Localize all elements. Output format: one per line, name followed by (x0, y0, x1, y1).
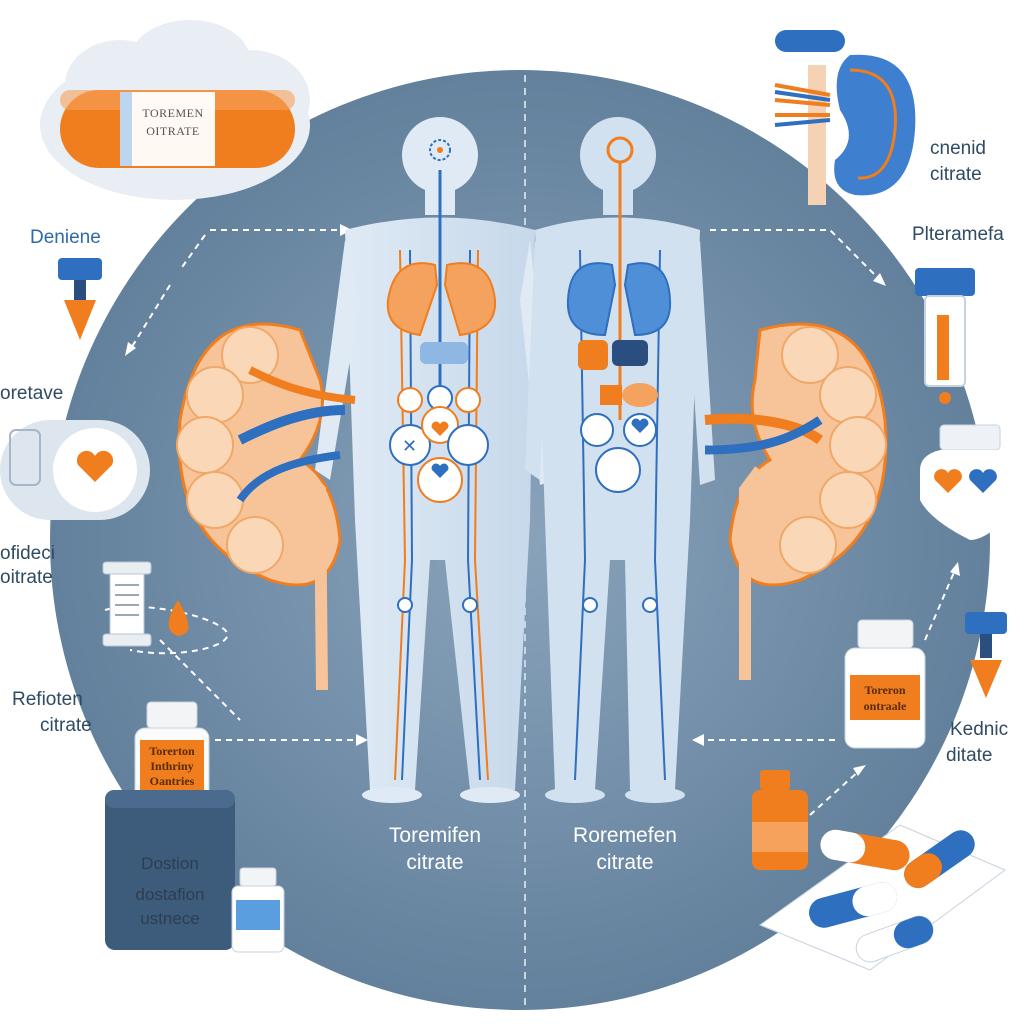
right-dropper-icon (965, 612, 1007, 698)
dark-box (105, 790, 235, 950)
pill-label-line2: OITRATE (146, 124, 200, 138)
label-oretave: oretave (0, 383, 64, 404)
box-line3: ustnece (140, 909, 200, 928)
label-kednic-2: ditate (946, 745, 993, 766)
right-bottle (844, 619, 926, 749)
label-refioten-2: citrate (40, 715, 92, 736)
vial (752, 770, 808, 870)
heart-badge (0, 420, 150, 520)
right-kidney (704, 322, 888, 680)
small-bottle (231, 867, 285, 953)
label-plteramefa: Plteramefa (912, 224, 1004, 245)
left-body: ✕ (315, 117, 555, 803)
left-bottle-label-1: Torerton (149, 744, 195, 758)
label-cnenid-1: cnenid (930, 138, 986, 159)
label-ofideci-1: ofideci (0, 543, 55, 564)
hearts-bottle (920, 424, 1024, 540)
arrow-heads (125, 224, 960, 776)
center-label-left-1: Toremifen (388, 824, 482, 847)
right-body (525, 117, 715, 803)
right-bottle-label-1: Toreron (864, 683, 906, 697)
pill-capsule (60, 90, 295, 168)
label-refioten-1: Refioten (12, 689, 83, 710)
label-cnenid-2: citrate (930, 164, 982, 185)
center-label-left-2: citrate (406, 851, 464, 874)
capsules-on-paper (758, 824, 1006, 971)
flow-arrows (104, 229, 956, 816)
left-bottle-label-3: Oantries (149, 774, 195, 788)
box-line1: Dostion (141, 854, 199, 873)
box-line2: dostafion (135, 885, 205, 904)
label-deniene: Deniene (30, 227, 101, 248)
label-kednic-1: Kednic (950, 719, 1009, 740)
test-tube (915, 268, 975, 404)
pill-label-line1: TOREMEN (142, 106, 204, 120)
kidney-icon (774, 30, 916, 205)
center-label-right-1: Roremefen (573, 824, 677, 847)
spool-icon (102, 561, 189, 647)
left-kidney (176, 322, 356, 691)
center-label-right-2: citrate (596, 851, 654, 874)
svg-text:✕: ✕ (402, 436, 417, 456)
dropper-icon (58, 258, 102, 340)
left-bottle-label-2: Inthriny (150, 759, 194, 773)
right-bottle-label-2: ontraale (863, 699, 907, 713)
label-ofideci-2: oitrate (0, 567, 53, 588)
